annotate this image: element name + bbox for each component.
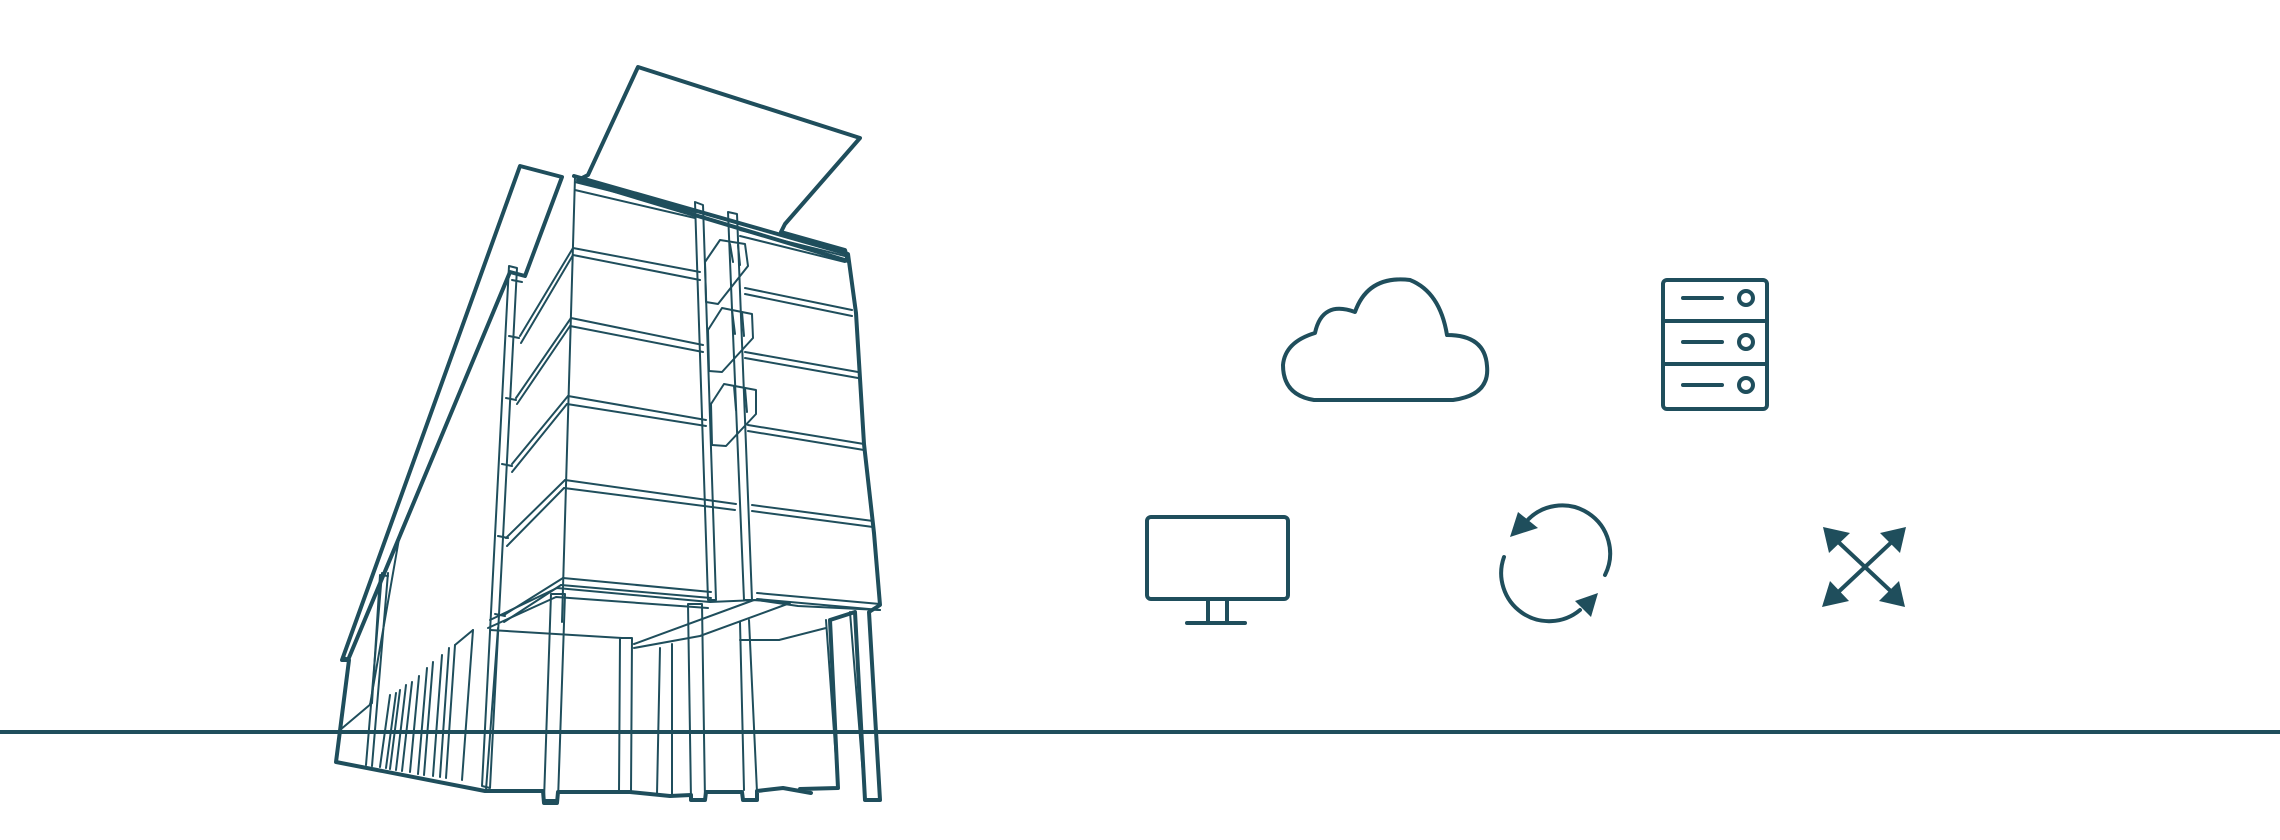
side-slats <box>339 572 474 781</box>
building-outline <box>334 174 882 805</box>
sync-icon <box>1499 503 1613 624</box>
column-right <box>727 211 753 601</box>
expand-arrows-icon <box>1822 527 1906 607</box>
monitor-icon <box>1145 515 1290 625</box>
ground-columns <box>543 593 866 801</box>
server-rack-icon <box>1661 278 1769 411</box>
canopy <box>489 587 881 621</box>
column-left <box>481 265 518 789</box>
office-building <box>334 65 882 805</box>
balconies <box>704 239 757 447</box>
roof-slab <box>576 65 862 263</box>
cloud-icon <box>1281 277 1490 402</box>
column-center <box>694 201 717 601</box>
